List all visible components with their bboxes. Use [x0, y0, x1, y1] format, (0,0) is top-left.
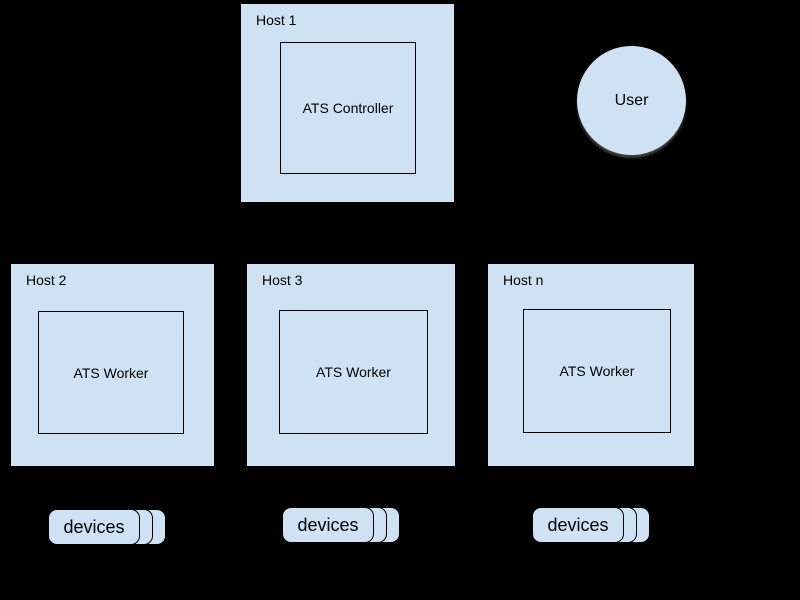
- host-n-box: Host n ATS Worker: [487, 263, 695, 467]
- devices-label: devices: [63, 516, 125, 537]
- host-3-label: Host 3: [262, 272, 303, 288]
- host-n-label: Host n: [503, 272, 544, 288]
- ats-worker-label: ATS Worker: [316, 364, 391, 380]
- host-1-box: Host 1 ATS Controller: [240, 3, 455, 203]
- devices-stack-1: devices: [48, 509, 168, 545]
- host-3-box: Host 3 ATS Worker: [246, 263, 456, 467]
- ats-worker-label: ATS Worker: [559, 363, 635, 379]
- ats-controller-label: ATS Controller: [302, 100, 394, 116]
- user-circle: User: [577, 46, 686, 155]
- devices-stack-3: devices: [532, 507, 652, 543]
- devices-label: devices: [547, 514, 609, 535]
- devices-card-front: devices: [48, 509, 140, 545]
- ats-worker-box: ATS Worker: [523, 309, 671, 433]
- devices-stack-2: devices: [282, 507, 402, 543]
- ats-worker-box: ATS Worker: [279, 310, 428, 434]
- host-1-label: Host 1: [256, 12, 297, 28]
- devices-card-front: devices: [532, 507, 624, 543]
- host-2-label: Host 2: [26, 272, 67, 288]
- devices-label: devices: [297, 514, 359, 535]
- ats-worker-label: ATS Worker: [73, 364, 149, 381]
- host-2-box: Host 2 ATS Worker: [10, 263, 215, 467]
- user-label: User: [614, 91, 649, 109]
- ats-worker-box: ATS Worker: [38, 311, 184, 434]
- ats-controller-box: ATS Controller: [280, 42, 416, 174]
- devices-card-front: devices: [282, 507, 374, 543]
